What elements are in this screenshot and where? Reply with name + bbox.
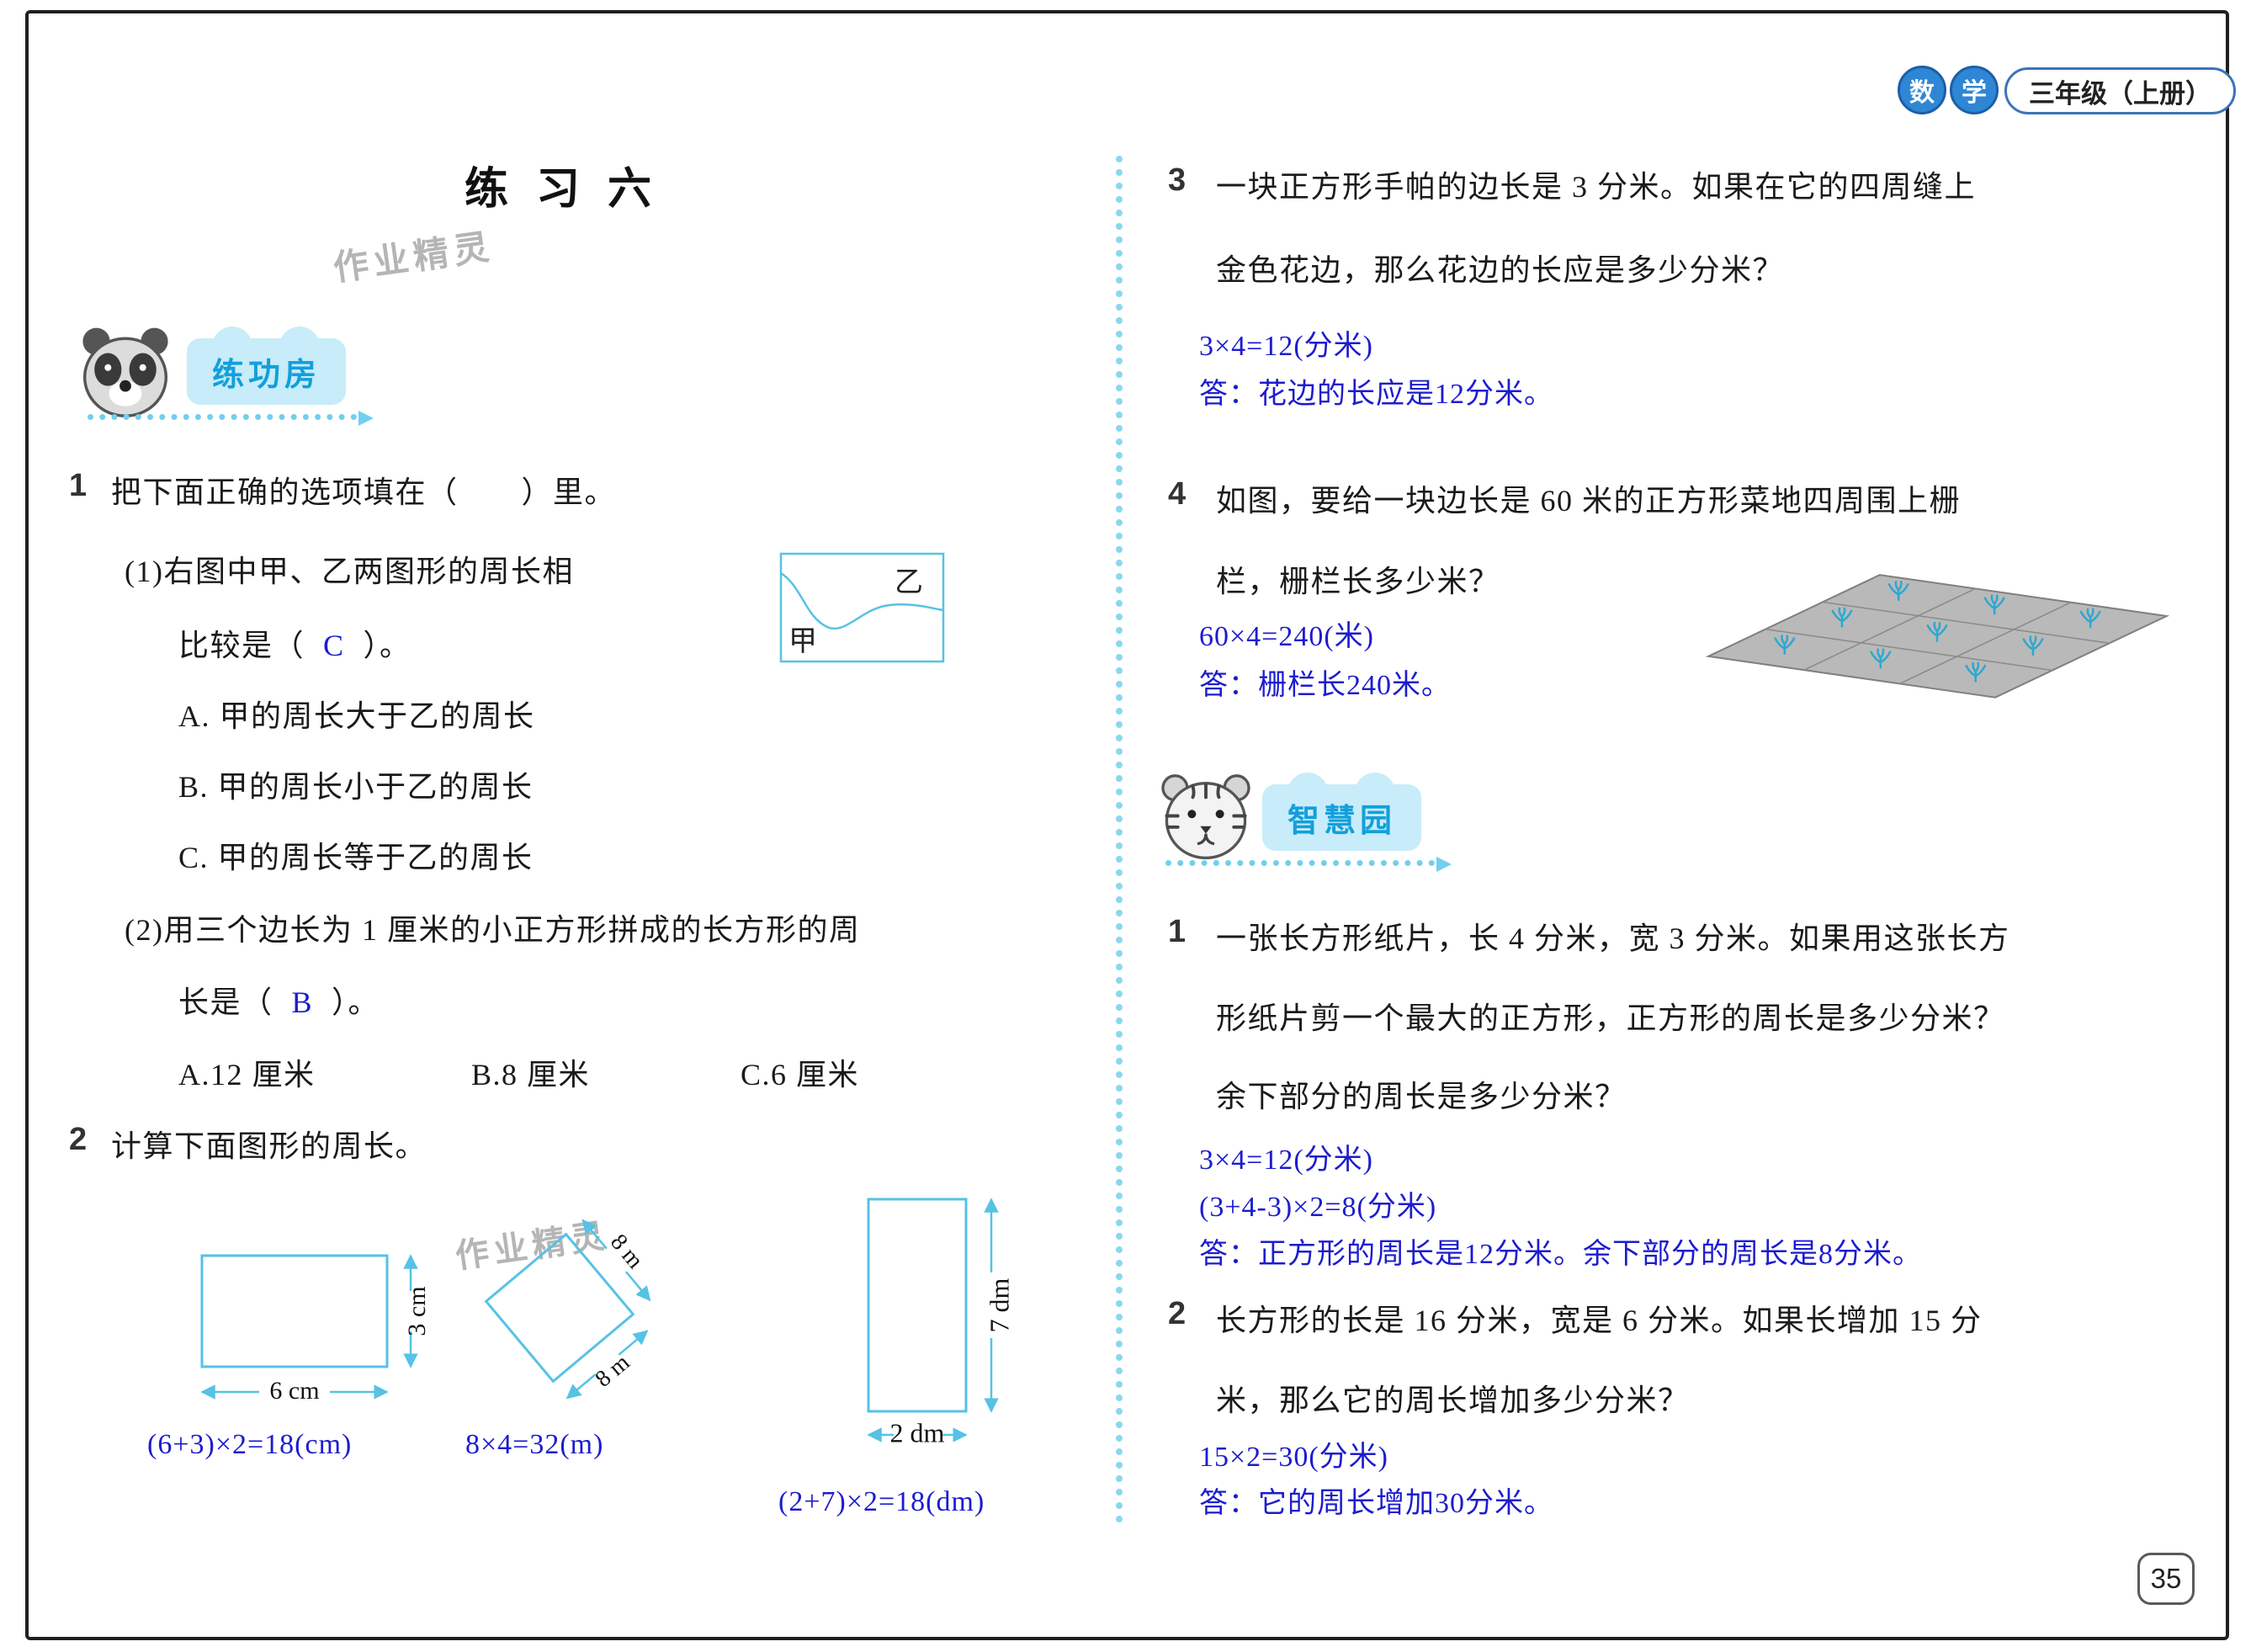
q2-fig1-answer: (6+3)×2=18(cm) [147,1429,353,1460]
q2-fig3-answer: (2+7)×2=18(dm) [778,1486,985,1517]
q4-line2: 栏，栅栏长多少米？ [1216,565,1500,598]
figure-rectangle-2x7: 7 dm 2 dm [867,1198,1014,1447]
q1-part2-line1: (2)用三个边长为 1 厘米的小正方形拼成的长方形的周 [125,913,861,947]
section-badge-label: 练功房 [212,358,321,393]
w1-line2: 形纸片剪一个最大的正方形，正方形的周长是多少分米？ [1216,1001,2005,1035]
q3-line1: 一块正方形手帕的边长是 3 分米。如果在它的四周缝上 [1216,170,1977,204]
figure-label-jia: 甲 [788,626,817,657]
dim-label-6cm: 6 cm [269,1377,319,1405]
w1-line3: 余下部分的周长是多少分米？ [1216,1080,1627,1113]
w1-number: 1 [1168,914,1187,949]
q4-line1: 如图，要给一块边长是 60 米的正方形菜地四周围上栅 [1216,484,1962,518]
page-title: 练 习 六 [465,166,661,214]
w1-answer: 答：正方形的周长是12分米。余下部分的周长是8分米。 [1199,1239,1922,1270]
q1-part2-post: ）。 [332,985,380,1019]
page-number: 35 [2150,1563,2182,1594]
q1-stem: 把下面正确的选项填在（ ）里。 [111,475,617,509]
q1-option2-c: C.6 厘米 [741,1058,860,1092]
w1-work2: (3+4-3)×2=8(分米) [1199,1192,1437,1223]
w1-line1: 一张长方形纸片，长 4 分米，宽 3 分米。如果用这张长方 [1216,922,2010,955]
w2-answer: 答：它的周长增加30分米。 [1199,1488,1553,1519]
w2-line1: 长方形的长是 16 分米，宽是 6 分米。如果长增加 15 分 [1216,1304,1983,1337]
w2-number: 2 [1168,1296,1187,1331]
section-badge-liangongfang: 练功房 [187,327,347,405]
field-plants [1774,581,2101,683]
q4-number: 4 [1168,476,1187,512]
dim-label-8m-side: 8 m [605,1230,648,1274]
q1-part2-pre: 长是（ [178,985,273,1019]
subject-badge-shu: 数 [1898,66,1946,114]
figure-jia-yi: 乙 甲 [779,552,945,663]
dim-label-7dm: 7 dm [984,1278,1014,1332]
q4-work: 60×4=240(米) [1199,621,1374,652]
w2-work: 15×2=30(分米) [1199,1442,1388,1473]
column-divider [1116,156,1123,1523]
subject-badge-xue: 学 [1950,66,1999,114]
q3-work: 3×4=12(分米) [1199,331,1373,362]
q2-stem: 计算下面图形的周长。 [111,1129,427,1163]
q1-option-b: B. 甲的周长小于乙的周长 [178,770,534,804]
q1-option-a: A. 甲的周长大于乙的周长 [178,699,535,733]
q1-number: 1 [69,468,88,503]
q1-option-c: C. 甲的周长等于乙的周长 [178,841,534,874]
dim-label-2dm: 2 dm [890,1417,945,1447]
w2-line2: 米，那么它的周长增加多少分米？ [1216,1384,1690,1417]
figure-label-yi: 乙 [895,567,923,598]
field-illustration [1705,574,2170,699]
q1-part2-line2: 长是（ B ）。 [178,978,380,1022]
figure-square-8m: 8 m 8 m [484,1219,651,1400]
q4-answer: 答：栅栏长240米。 [1199,670,1451,701]
tiger-icon [1161,774,1250,860]
dim-label-3cm: 3 cm [403,1286,431,1336]
figure-rectangle-6x3: 3 cm 6 cm [200,1254,431,1405]
dim-label-8m-bottom: 8 m [591,1349,635,1392]
q3-line2: 金色花边，那么花边的长应是多少分米？ [1216,253,1785,287]
page-number-badge: 35 [2137,1553,2195,1605]
dotted-trail-left [88,411,374,426]
section-badge2-label: 智慧园 [1287,804,1397,839]
page-border [25,10,2229,1640]
q1-part1-pre: 比较是（ [178,629,305,662]
q1-part1-post: ）。 [363,629,411,662]
q3-number: 3 [1168,162,1187,198]
w1-work1: 3×4=12(分米) [1199,1145,1373,1176]
q2-number: 2 [69,1122,88,1157]
q1-option2-a: A.12 厘米 [178,1058,316,1092]
q1-option2-b: B.8 厘米 [471,1058,591,1092]
section-badge-zhihuiyuan: 智慧园 [1262,773,1422,851]
q2-fig2-answer: 8×4=32(m) [465,1429,604,1460]
dotted-trail-right [1165,857,1452,872]
q1-part2-answer: B [291,985,314,1019]
q1-part1-line1: (1)右图中甲、乙两图形的周长相 [125,555,574,588]
q3-answer: 答：花边的长应是12分米。 [1199,379,1553,410]
raccoon-icon [82,327,168,417]
grade-label: 三年级（上册） [2004,67,2236,114]
q1-part1-answer: C [323,629,345,662]
q1-part1-line2: 比较是（ C ）。 [178,621,411,665]
